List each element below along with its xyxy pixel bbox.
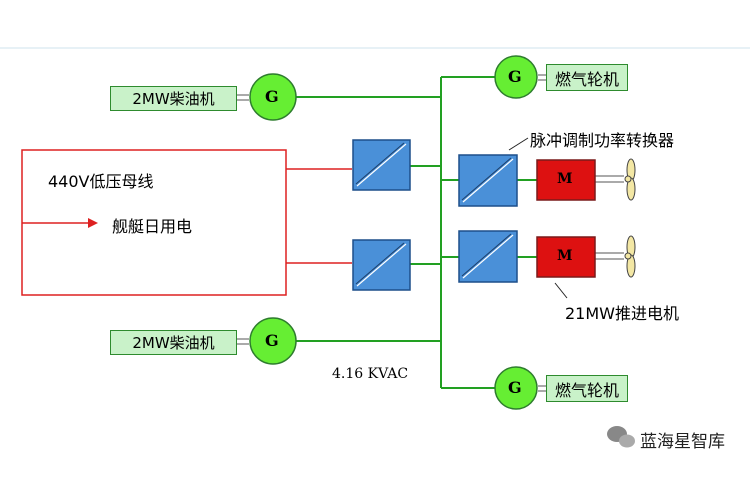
diesel-generator-label-bottom: 2MW柴油机: [110, 330, 237, 355]
generator-symbol: G: [508, 67, 522, 86]
motor-symbol: M: [557, 171, 573, 187]
propeller-icon: [624, 158, 636, 201]
watermark-text: 蓝海星智库: [640, 432, 725, 452]
propulsion-motor-label: 21MW推进电机: [565, 304, 679, 323]
pwm-converter-upper: [458, 154, 518, 207]
generator-symbol: G: [265, 331, 279, 350]
converter-callout-line: [508, 137, 529, 151]
diesel-generator-label-text: 2MW柴油机: [132, 334, 215, 352]
low-voltage-bus-label: 440V低压母线: [48, 172, 154, 191]
bus-voltage-label: 4.16 KVAC: [332, 366, 409, 382]
diesel-generator-label-top: 2MW柴油机: [110, 86, 237, 111]
propulsion-motor-upper: [536, 159, 596, 201]
gas-turbine-generator-bottom: [494, 366, 538, 410]
main-bus: [296, 76, 537, 389]
gas-turbine-label-top: 燃气轮机: [546, 64, 628, 91]
gas-turbine-generator-top: [494, 55, 538, 99]
gas-turbine-label-text: 燃气轮机: [554, 69, 619, 89]
diesel-generator-top: [249, 73, 297, 121]
wechat-icon: [607, 426, 635, 448]
transformer-lower: [352, 239, 411, 291]
pwm-converter-label: 脉冲调制功率转换器: [530, 131, 675, 150]
propulsion-motor-lower: [536, 236, 596, 278]
diesel-generator-label-text: 2MW柴油机: [132, 90, 215, 108]
gas-turbine-label-text: 燃气轮机: [554, 380, 619, 400]
diesel-generator-bottom: [249, 317, 297, 365]
motor-callout-line: [554, 282, 568, 299]
generator-symbol: G: [265, 87, 279, 106]
ship-power-label: 舰艇日用电: [112, 217, 193, 236]
generator-symbol: G: [508, 378, 522, 397]
motor-symbol: M: [557, 248, 573, 264]
feed-arrow-icon: [88, 218, 98, 228]
pwm-converter-lower: [458, 230, 518, 283]
gas-turbine-label-bottom: 燃气轮机: [546, 375, 628, 402]
connector-lines: [236, 74, 624, 392]
transformer-upper: [352, 139, 411, 191]
propeller-icon: [624, 235, 636, 278]
low-voltage-feed: [21, 149, 352, 296]
